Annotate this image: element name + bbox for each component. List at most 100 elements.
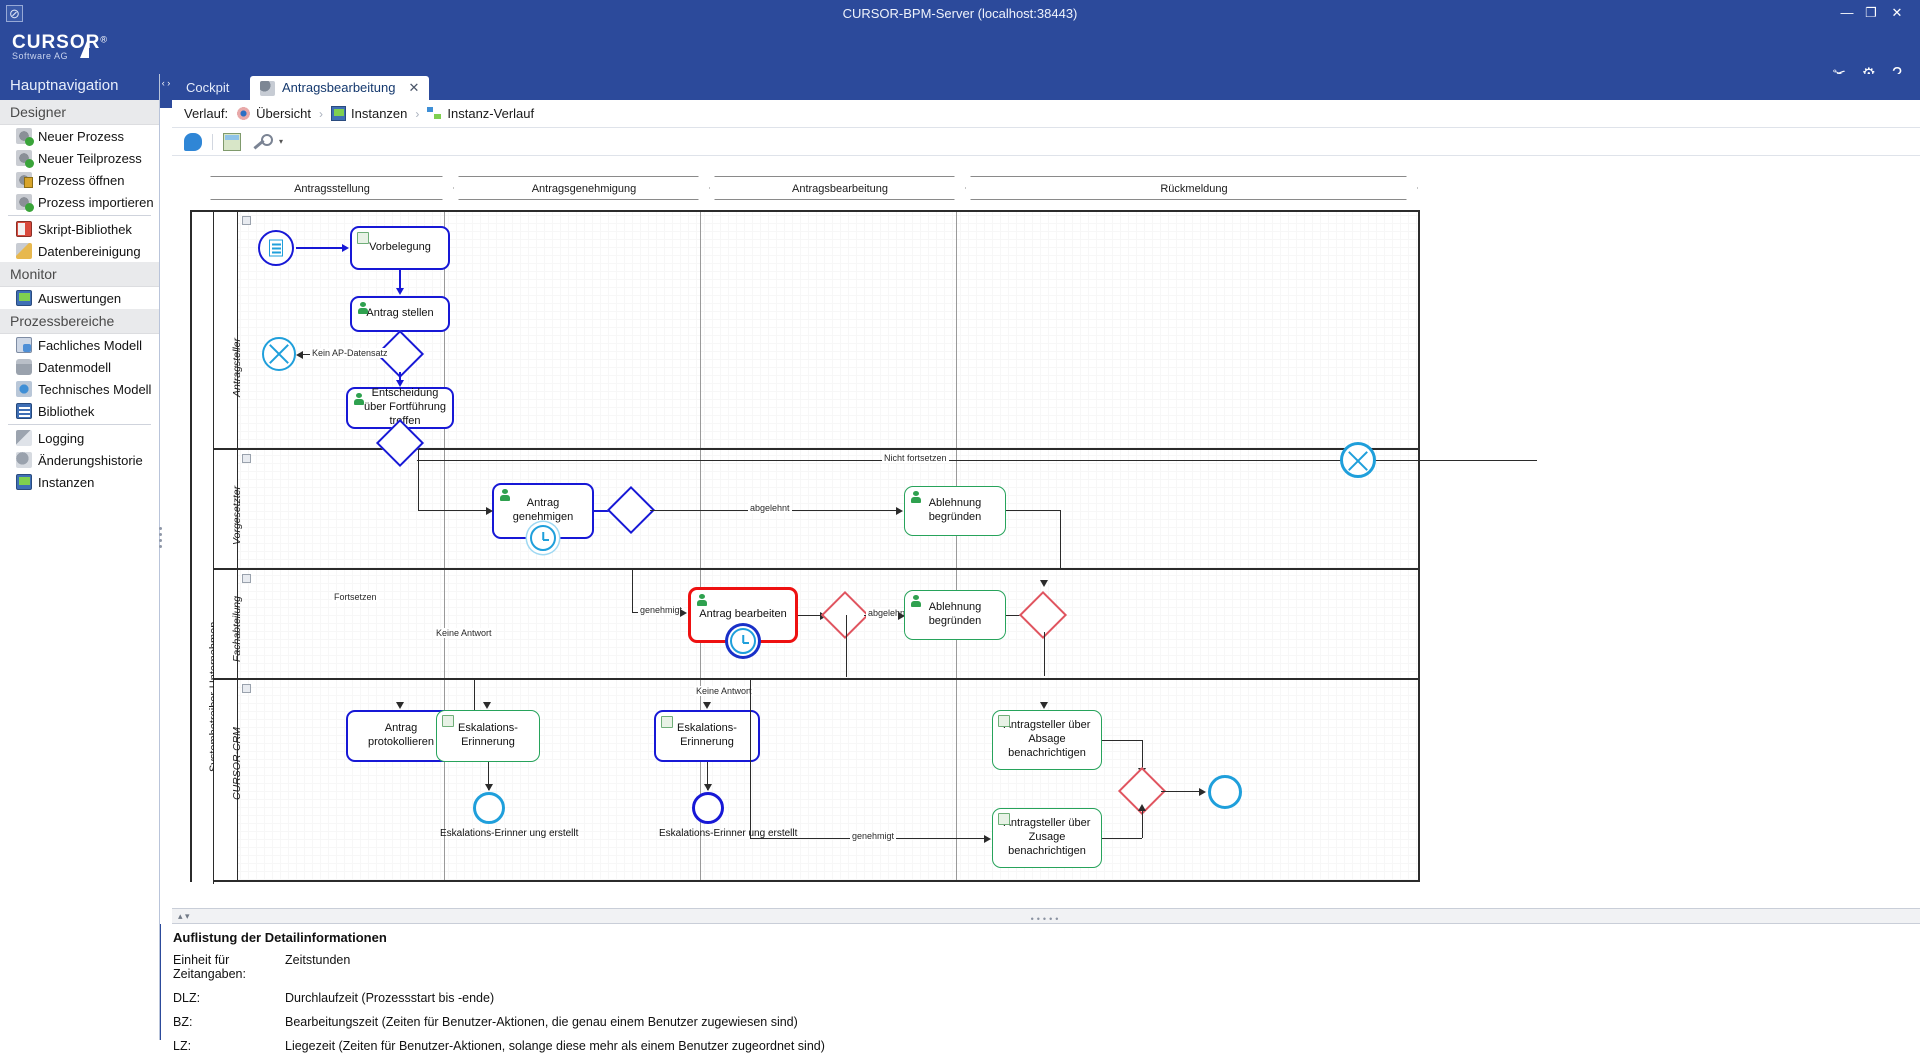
timer-boundary-event[interactable] [530, 525, 556, 551]
chevron-down-icon[interactable]: ▾ [279, 137, 284, 146]
task-antrag-bearbeiten[interactable]: Antrag bearbeiten [688, 587, 798, 643]
grip-dots: ••••• [1030, 914, 1062, 924]
task-antragsteller-absage[interactable]: Antragsteller über Absage benachrichtige… [992, 710, 1102, 770]
close-icon[interactable]: ✕ [408, 80, 420, 95]
phase-separator [956, 212, 957, 880]
document-icon [269, 239, 283, 257]
arrowhead [483, 702, 491, 709]
breadcrumb: Verlauf: Übersicht › Instanzen › Instanz… [172, 100, 1920, 128]
collapse-carets-icon[interactable]: ▴ ▾ [178, 911, 190, 921]
task-antrag-stellen[interactable]: Antrag stellen [350, 296, 450, 332]
script-task-icon [998, 813, 1010, 825]
lane-collapse-toggle[interactable] [242, 454, 251, 463]
detail-row: DLZ: Durchlaufzeit (Prozessstart bis -en… [173, 991, 1920, 1005]
comment-icon[interactable] [184, 132, 202, 151]
script-icon [16, 221, 32, 237]
edge [707, 762, 708, 790]
task-label: Antrag stellen [366, 307, 434, 320]
sidebar-item-label: Prozess importieren [38, 194, 154, 210]
timer-boundary-event-active[interactable] [730, 628, 756, 654]
edge [846, 615, 847, 677]
arrowhead [396, 288, 404, 295]
breadcrumb-item-instanz-verlauf[interactable]: Instanz-Verlauf [427, 106, 534, 121]
task-ablehnung-begruenden-2[interactable]: Ablehnung begründen [904, 590, 1006, 640]
detail-key: Einheit für Zeitangaben: [173, 953, 246, 981]
gateway-genehmigung[interactable] [606, 485, 656, 535]
bpmn-diagram-canvas[interactable]: Antragsstellung Antragsgenehmigung Antra… [172, 156, 1920, 908]
lane-collapse-toggle[interactable] [242, 574, 251, 583]
terminate-event[interactable] [262, 337, 296, 371]
sidebar-item-fachliches-modell[interactable]: Fachliches Modell [0, 334, 159, 356]
detail-value: Liegezeit (Zeiten für Benutzer-Aktionen,… [285, 1039, 825, 1053]
detail-value: Bearbeitungszeit (Zeiten für Benutzer-Ak… [285, 1015, 798, 1029]
end-event-prozessende[interactable] [1208, 775, 1242, 809]
edge [474, 680, 475, 736]
phase-separator [700, 212, 701, 880]
gear-plus-bracket-icon [16, 150, 34, 168]
breadcrumb-item-uebersicht[interactable]: Übersicht [236, 106, 311, 121]
task-eskalations-erinnerung-2[interactable]: Eskalations-Erinnerung [654, 710, 760, 762]
script-task-icon [661, 716, 673, 728]
lane-fachabteilung: Fachabteilung Fortsetzen Keine Antwort g… [214, 570, 1420, 680]
breadcrumb-label: Übersicht [256, 106, 312, 121]
arrowhead [704, 784, 712, 791]
breadcrumb-item-instanzen[interactable]: Instanzen [331, 106, 407, 121]
sidebar-item-bibliothek[interactable]: Bibliothek [0, 400, 159, 422]
lane-label-fachabteilung: Fachabteilung [214, 570, 243, 678]
sidebar-divider [8, 215, 151, 216]
screenshot-icon[interactable] [223, 132, 241, 151]
lane-collapse-toggle[interactable] [242, 684, 251, 693]
end-event-eskalation-1[interactable] [473, 792, 505, 824]
sidebar-resize-handle[interactable] [155, 520, 165, 554]
end-event-terminate[interactable] [1340, 442, 1376, 478]
minimize-button[interactable]: — [1840, 5, 1854, 20]
end-event-eskalation-2[interactable] [692, 792, 724, 824]
sidebar-item-technisches-modell[interactable]: Technisches Modell [0, 378, 159, 400]
arrowhead [703, 702, 711, 709]
sidebar-item-auswertungen[interactable]: Auswertungen [0, 287, 159, 309]
user-task-icon [353, 393, 365, 405]
arrowhead [1040, 580, 1048, 587]
pool-systembetreiber: Systembetreiber-Unternehmen Antragstelle… [190, 210, 1537, 884]
sidebar-item-datenbereinigung[interactable]: Datenbereinigung [0, 240, 159, 262]
sidebar-item-neuer-prozess[interactable]: Neuer Prozess [0, 125, 159, 147]
detail-panel-splitter[interactable]: ▴ ▾ ••••• [172, 908, 1920, 924]
lane-label-text: Vorgesetzter [231, 485, 243, 545]
task-antragsteller-zusage[interactable]: Antragsteller über Zusage benachrichtige… [992, 808, 1102, 868]
sidebar-item-label: Auswertungen [38, 290, 122, 306]
sidebar-item-instanzen[interactable]: Instanzen [0, 471, 159, 493]
arrowhead [342, 244, 349, 252]
task-eskalations-erinnerung-1[interactable]: Eskalations-Erinnerung [436, 710, 540, 762]
sidebar-group-designer: Designer [0, 100, 159, 125]
tab-antragsbearbeitung[interactable]: Antragsbearbeitung ✕ [250, 76, 430, 100]
sidebar-item-neuer-teilprozess[interactable]: Neuer Teilprozess [0, 147, 159, 169]
edge [632, 570, 633, 612]
sidebar-item-prozess-importieren[interactable]: Prozess importieren [0, 191, 159, 213]
sidebar-collapse-toggle[interactable]: ‹ › [160, 74, 172, 108]
close-button[interactable]: ✕ [1891, 5, 1903, 20]
monitor-icon [16, 290, 32, 306]
gateway-bearbeitung-ergebnis[interactable] [820, 590, 870, 640]
sidebar-item-logging[interactable]: Logging [0, 427, 159, 449]
tab-cockpit[interactable]: Cockpit [186, 80, 230, 95]
sidebar-item-aenderungshistorie[interactable]: Änderungshistorie [0, 449, 159, 471]
sidebar-item-label: Fachliches Modell [38, 337, 143, 353]
task-ablehnung-begruenden-1[interactable]: Ablehnung begründen [904, 486, 1006, 536]
sidebar-item-datenmodell[interactable]: Datenmodell [0, 356, 159, 378]
phase-header-row: Antragsstellung Antragsgenehmigung Antra… [210, 176, 1410, 202]
start-event-document[interactable] [258, 230, 294, 266]
broom-icon [16, 243, 32, 259]
edge [1161, 791, 1203, 792]
sidebar-item-prozess-oeffnen[interactable]: Prozess öffnen [0, 169, 159, 191]
gateway-merge-ablehnung[interactable] [1018, 590, 1068, 640]
wrench-icon[interactable] [251, 133, 273, 151]
lane-collapse-toggle[interactable] [242, 216, 251, 225]
sidebar-item-label: Neuer Teilprozess [38, 150, 142, 166]
edge [1102, 838, 1142, 839]
phase-antragsbearbeitung: Antragsbearbeitung [714, 176, 966, 200]
maximize-button[interactable]: ❐ [1865, 5, 1877, 20]
sidebar-item-skript-bibliothek[interactable]: Skript-Bibliothek [0, 218, 159, 240]
window-title: CURSOR-BPM-Server (localhost:38443) [842, 6, 1078, 21]
task-vorbelegung[interactable]: Vorbelegung [350, 226, 450, 270]
arrowhead [396, 702, 404, 709]
